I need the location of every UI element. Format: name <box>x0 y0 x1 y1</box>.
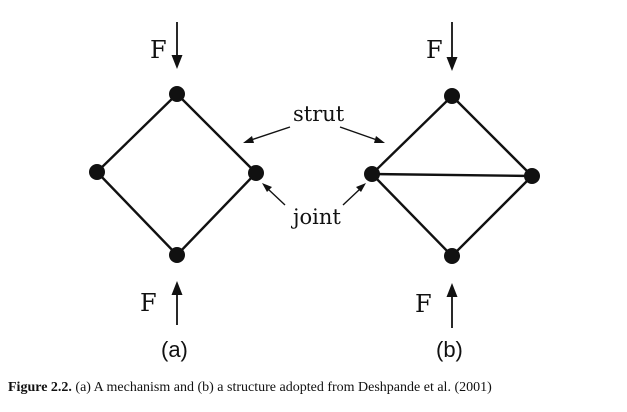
force-arrow-b-bottom <box>446 283 458 328</box>
strut-a-bottom-left <box>95 170 179 257</box>
strut-a-top-left <box>95 92 179 174</box>
structure-diagram-b: F F (b) <box>364 22 540 362</box>
joint-b-right <box>524 168 540 184</box>
strut-b-bottom-left <box>370 172 454 258</box>
joint-a-top <box>169 86 185 102</box>
force-label-a-top: F <box>150 36 167 64</box>
strut-pointer-left <box>243 126 291 143</box>
mechanism-diagram-a: F F (a) <box>89 22 264 362</box>
panel-label-b: (b) <box>436 337 463 362</box>
joint-a-left <box>89 164 105 180</box>
force-label-a-bottom: F <box>140 289 157 317</box>
strut-a-top-right <box>175 92 258 175</box>
strut-b-top-right <box>450 94 534 178</box>
force-arrow-a-top <box>171 22 183 69</box>
caption-text: (a) A mechanism and (b) a structure adop… <box>71 380 492 395</box>
force-label-b-bottom: F <box>415 290 432 318</box>
joint-pointer-left <box>262 183 286 206</box>
joint-annotation: joint <box>262 183 366 229</box>
joint-a-right <box>248 165 264 181</box>
joint-b-top <box>444 88 460 104</box>
force-arrow-a-bottom <box>171 281 183 325</box>
joint-a-bottom <box>169 247 185 263</box>
strut-label: strut <box>293 102 345 126</box>
strut-annotation: strut <box>243 102 385 143</box>
joint-b-left <box>364 166 380 182</box>
joint-label: joint <box>290 205 341 229</box>
strut-a-bottom-right <box>175 171 258 257</box>
joint-pointer-right <box>342 183 366 206</box>
strut-b-bottom-right <box>450 174 534 258</box>
force-arrow-b-top <box>446 22 458 71</box>
strut-b-horizontal <box>370 172 534 178</box>
joint-b-bottom <box>444 248 460 264</box>
panel-label-a: (a) <box>161 337 188 362</box>
strut-b-top-left <box>370 94 454 176</box>
figure-caption: Figure 2.2. (a) A mechanism and (b) a st… <box>8 380 623 396</box>
force-label-b-top: F <box>426 36 443 64</box>
caption-label: Figure 2.2. <box>8 380 72 395</box>
strut-pointer-right <box>339 126 385 143</box>
